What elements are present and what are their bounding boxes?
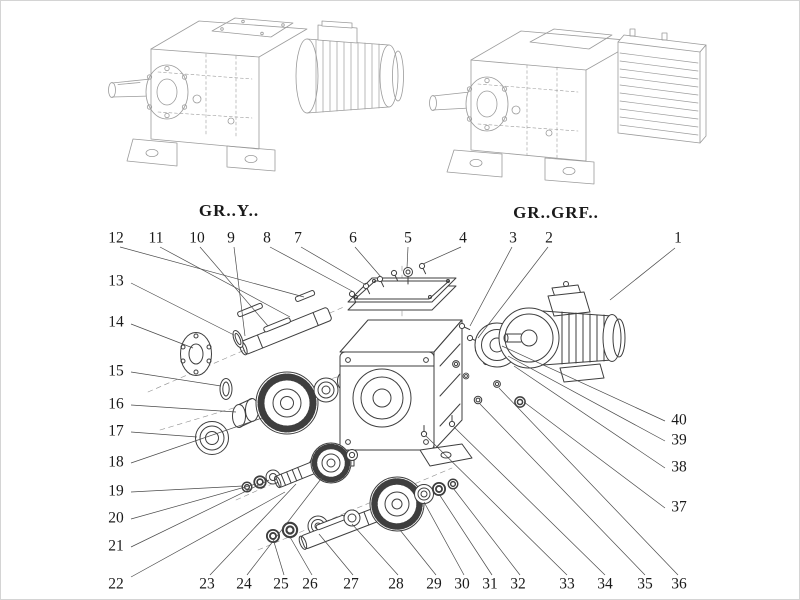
gear-housing [307, 319, 473, 467]
leader-lines [119, 246, 679, 578]
callout-21: 21 [108, 537, 124, 555]
callout-5: 5 [404, 229, 412, 247]
callout-13: 13 [108, 272, 124, 290]
model-label-right: GR..GRF.. [513, 203, 599, 222]
gearbox-motor-illustration-left [108, 17, 404, 172]
callout-36: 36 [671, 575, 687, 593]
callout-32: 32 [510, 575, 526, 593]
gear-large-input [255, 371, 319, 435]
mounting-foot [419, 443, 473, 467]
input-shaft [239, 307, 332, 356]
shaft-key [294, 290, 316, 302]
vent-plug [403, 267, 413, 285]
callout-29: 29 [426, 575, 442, 593]
callout-17: 17 [108, 422, 124, 440]
callout-14: 14 [108, 313, 124, 331]
fan-cover [612, 318, 626, 358]
callout-7: 7 [294, 229, 302, 247]
gear-output [369, 476, 425, 532]
gearbox-illustration-right [429, 28, 707, 185]
motor [498, 281, 626, 383]
callout-12: 12 [108, 229, 124, 247]
callout-6: 6 [349, 229, 357, 247]
callout-24: 24 [236, 575, 252, 593]
callout-40: 40 [671, 411, 687, 429]
callout-19: 19 [108, 482, 124, 500]
spacer-sleeve [232, 398, 259, 428]
countershaft-assembly [241, 442, 358, 493]
callout-10: 10 [189, 229, 205, 247]
callout-4: 4 [459, 229, 467, 247]
callout-20: 20 [108, 509, 124, 527]
callout-28: 28 [388, 575, 404, 593]
model-label-left: GR..Y.. [198, 201, 260, 220]
callout-35: 35 [637, 575, 653, 593]
callout-33: 33 [559, 575, 575, 593]
callout-9: 9 [227, 229, 235, 247]
callout-23: 23 [199, 575, 215, 593]
terminal-box [547, 291, 591, 317]
callout-26: 26 [302, 575, 318, 593]
callout-22: 22 [108, 575, 124, 593]
motor-assembly [420, 281, 626, 438]
callout-11: 11 [148, 229, 164, 247]
callout-34: 34 [597, 575, 613, 593]
callout-37: 37 [671, 498, 687, 516]
retaining-ring [232, 330, 244, 348]
shaft-key [237, 302, 263, 318]
input-shaft-assembly [180, 290, 347, 455]
oil-seal [514, 396, 526, 408]
bearing [414, 484, 434, 504]
callout-8: 8 [263, 229, 271, 247]
callout-15: 15 [108, 362, 124, 380]
output-shaft-assembly [265, 476, 459, 550]
callout-2: 2 [545, 229, 553, 247]
callout-16: 16 [108, 395, 124, 413]
top-cover-assembly [347, 262, 457, 311]
callout-3: 3 [509, 229, 517, 247]
callout-31: 31 [482, 575, 498, 593]
exploded-view [147, 262, 626, 551]
callout-38: 38 [671, 458, 687, 476]
gear-mid [310, 442, 352, 484]
callout-27: 27 [343, 575, 359, 593]
callout-30: 30 [454, 575, 470, 593]
callout-39: 39 [671, 431, 687, 449]
callout-1: 1 [674, 229, 682, 247]
callout-25: 25 [273, 575, 289, 593]
callout-18: 18 [108, 453, 124, 471]
